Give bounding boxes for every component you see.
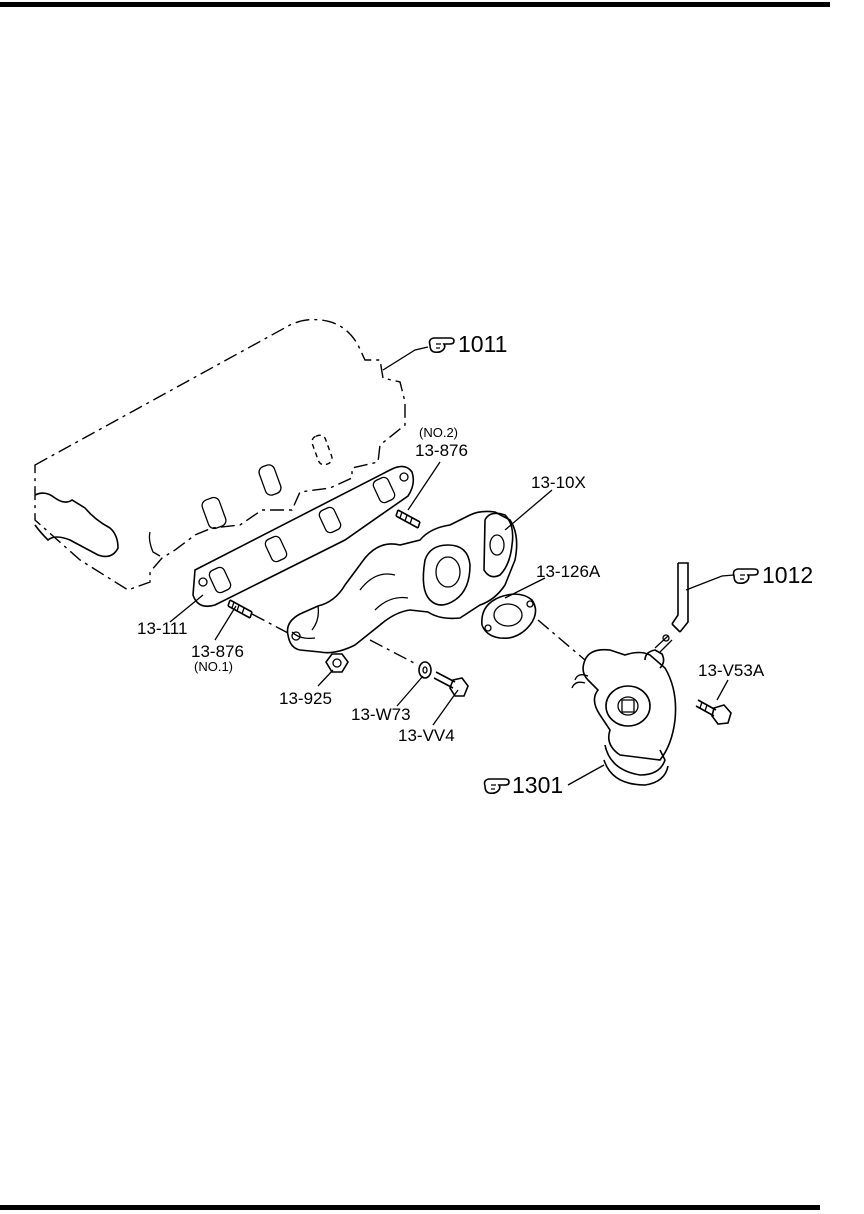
pointing-hand-icon <box>428 337 455 354</box>
turbo-elbow-drawing <box>571 634 677 786</box>
washer-drawing <box>369 639 432 679</box>
bolt-v53a-part-label: 13-V53A <box>698 661 765 680</box>
bolt-vv4-drawing <box>433 671 469 697</box>
pointing-hand-icon <box>732 568 759 585</box>
nut-part-label: 13-925 <box>279 689 332 708</box>
ref-1011-label: 1011 <box>458 331 507 357</box>
stud-no2-note: (NO.2) <box>419 425 458 440</box>
manifold-gasket-part-label: 13-111 <box>137 619 187 638</box>
ref-1301-label: 1301 <box>512 772 563 798</box>
bolt-vv4-part-label: 13-VV4 <box>398 726 455 745</box>
gasket-eg-part-label: 13-126A <box>536 562 601 581</box>
ref-1012-label: 1012 <box>762 562 813 588</box>
exhaust-manifold-drawing <box>286 510 518 654</box>
exhaust-gasket-drawing <box>481 593 586 661</box>
stud-no1-part-label: 13-876 <box>191 642 244 661</box>
egr-pipe-drawing <box>671 562 689 633</box>
bolt-v53a-drawing <box>695 699 732 725</box>
cylinder-head-drawing <box>34 318 406 591</box>
pointing-hand-icon <box>483 778 510 795</box>
manifold-gasket-drawing <box>192 465 415 608</box>
stud-no1-note: (NO.1) <box>194 659 233 674</box>
stud-no1-drawing <box>227 599 291 635</box>
manifold-part-label: 13-10X <box>531 473 586 492</box>
nut-drawing <box>325 653 349 673</box>
bottom-border-rule <box>0 1205 820 1210</box>
stud-no2-drawing <box>395 509 421 529</box>
leader-lines <box>169 346 735 786</box>
washer-part-label: 13-W73 <box>351 705 411 724</box>
stud-no2-part-label: 13-876 <box>415 441 468 460</box>
top-border-rule <box>0 2 830 7</box>
